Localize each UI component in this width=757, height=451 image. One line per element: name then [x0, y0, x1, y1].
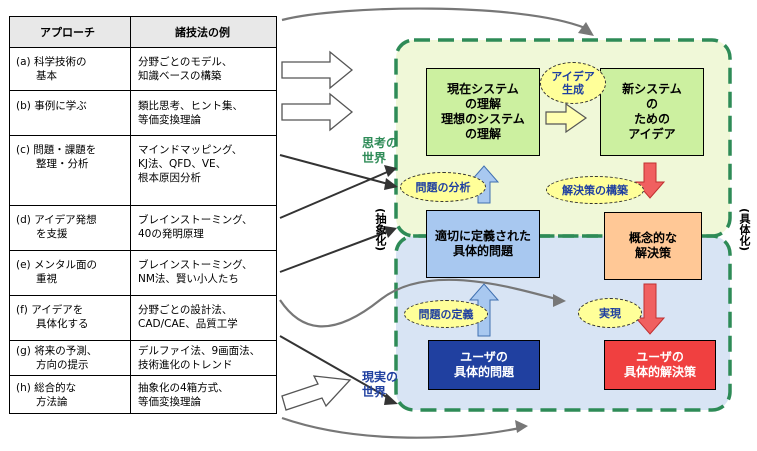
label-idea-generation: アイデア生成 — [540, 62, 606, 104]
table-cell-methods: ブレインストーミング、40の発明原理 — [138, 214, 253, 240]
real-world-outline — [394, 234, 732, 412]
table-cell-methods: 分野ごとのモデル、知識ベースの構築 — [138, 56, 233, 82]
thinking-world-label: 思考の世界 — [362, 136, 399, 165]
arrow-d — [279, 169, 393, 219]
box-user-problem: ユーザの具体的問題 — [428, 340, 540, 390]
abstraction-label: (抽象化) — [374, 208, 387, 252]
curve-bottom — [281, 416, 521, 439]
curve-heads — [515, 22, 594, 433]
table-row: (h) 総合的な方法論 — [16, 382, 77, 408]
table-row: (e) メンタル面の重視 — [16, 259, 97, 285]
arrow-current-to-new — [545, 102, 588, 134]
box-concept-solution: 概念的な解決策 — [604, 212, 702, 280]
label-solution-construction: 解決策の構築 — [546, 176, 644, 204]
curve-f — [279, 278, 561, 328]
table-row: (a) 科学技術の基本 — [16, 56, 87, 82]
box-new-system-idea: 新システムのためのアイデア — [600, 68, 704, 156]
real-world-label: 現実の世界 — [362, 370, 399, 399]
line-arrows — [279, 154, 393, 401]
box-user-solution: ユーザの具体的解決策 — [604, 340, 716, 390]
table-cell-methods: マインドマッピング、KJ法、QFD、VE、根本原因分析 — [138, 144, 243, 184]
hollow-arrows — [281, 50, 354, 411]
box-current-system: 現在システムの理解理想のシステムの理解 — [426, 68, 540, 156]
table-cell-methods: 抽象化の4箱方式、等価変換理論 — [138, 382, 229, 408]
label-problem-analysis: 問題の分析 — [400, 172, 486, 202]
table-row: (f) アイデアを具体化する — [16, 304, 89, 330]
approach-table: アプローチ 諸技法の例 (a) 科学技術の基本 分野ごとのモデル、知識ベースの構… — [9, 16, 277, 414]
table-row: (c) 問題・課題を整理・分析 — [16, 144, 97, 170]
arrow-concept-to-solution — [634, 283, 666, 335]
table-cell-methods: ブレインストーミング、NM法、賢い小人たち — [138, 259, 253, 285]
table-cell-methods: 類比思考、ヒント集、等価変換理論 — [138, 100, 243, 126]
hollow-arrow-h — [281, 375, 352, 411]
curve-top — [281, 7, 586, 30]
line-arrowheads — [384, 165, 398, 405]
arrow-g — [279, 335, 393, 401]
table-row: (d) アイデア発想を支援 — [16, 214, 97, 240]
table-header — [10, 17, 276, 48]
label-realization: 実現 — [578, 298, 642, 328]
table-row: (g) 将来の予測、方向の提示 — [16, 345, 98, 371]
table-cell-methods: 分野ごとの設計法、CAD/CAE、品質工学 — [138, 304, 238, 330]
table-cell-methods: デルファイ法、9画面法、技術進化のトレンド — [138, 345, 261, 371]
label-problem-definition: 問題の定義 — [404, 300, 488, 328]
curved-arrows — [279, 7, 586, 439]
header-approach: アプローチ — [40, 26, 95, 39]
hollow-arrow-a — [281, 50, 354, 90]
box-defined-problem: 適切に定義された具体的問題 — [426, 210, 540, 278]
concretization-label: (具体化) — [738, 208, 751, 252]
hollow-arrow-b — [281, 92, 354, 132]
arrow-c — [279, 154, 393, 186]
table-row: (b) 事例に学ぶ — [16, 100, 87, 112]
header-methods: 諸技法の例 — [175, 26, 230, 39]
arrow-e — [279, 229, 393, 273]
